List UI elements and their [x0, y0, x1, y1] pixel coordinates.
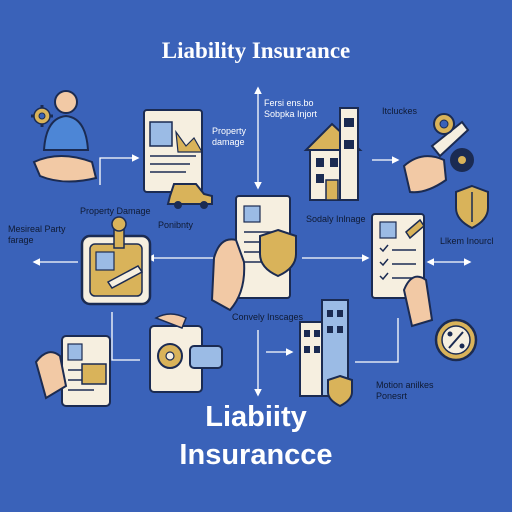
label-property-damage-top-line1: Property: [212, 126, 247, 136]
label-motion: Motion anilkes Ponesrt: [376, 380, 434, 402]
bottom-title: Liabiity Insurancce: [150, 398, 362, 474]
label-property-damage-top-line2: damage: [212, 137, 245, 147]
label-motion-line1: Motion anilkes: [376, 380, 434, 390]
label-medical-line2: farage: [8, 235, 34, 245]
bottom-title-line1: Liabiity: [205, 401, 307, 433]
label-property-damage-left: Property Damage: [80, 206, 151, 216]
connector-arrows: [32, 86, 472, 397]
label-likem-inourcl: Llkem Inourcl: [440, 236, 494, 246]
label-medical-party: Mesireal Party farage: [8, 224, 66, 246]
label-top-center-line2: Sobpka Injort: [264, 109, 318, 119]
document-shield-icon: [210, 195, 297, 312]
percent-icon: [434, 318, 478, 362]
arrow-keycard-down: [111, 312, 140, 361]
gear-card-icon: [149, 313, 223, 393]
label-motion-line2: Ponesrt: [376, 391, 408, 401]
label-convely-inscages: Convely Inscages: [232, 312, 304, 322]
label-top-center: Fersi ens.bo Sobpka Injort: [264, 98, 317, 120]
label-top-center-line1: Fersi ens.bo: [264, 98, 314, 108]
phone-card-icon: [34, 335, 111, 407]
person-hand-icon: [32, 90, 98, 183]
buildings-icon: [299, 299, 353, 408]
label-property-damage-top: Property damage: [212, 126, 246, 148]
label-sodaly-inlnage: Sodaly Inlnage: [306, 214, 366, 224]
page-title: Liability Insurance: [161, 38, 351, 63]
house-icon: [303, 107, 363, 201]
label-top-right: Itcluckes: [382, 106, 418, 116]
hand-key-gears-icon: [402, 113, 474, 194]
shield-icon: [455, 184, 489, 230]
gear-icon: [31, 105, 53, 127]
key-card-icon: [80, 216, 152, 306]
bottom-title-line2: Insurancce: [179, 439, 333, 471]
label-ponibnty: Ponibnty: [158, 220, 194, 230]
arrow-buildings-right: [355, 318, 399, 363]
label-medical-line1: Mesireal Party: [8, 224, 66, 234]
arrow-person-to-document: [99, 154, 140, 185]
checklist-pen-icon: [371, 213, 434, 328]
document-car-icon: [143, 109, 213, 209]
